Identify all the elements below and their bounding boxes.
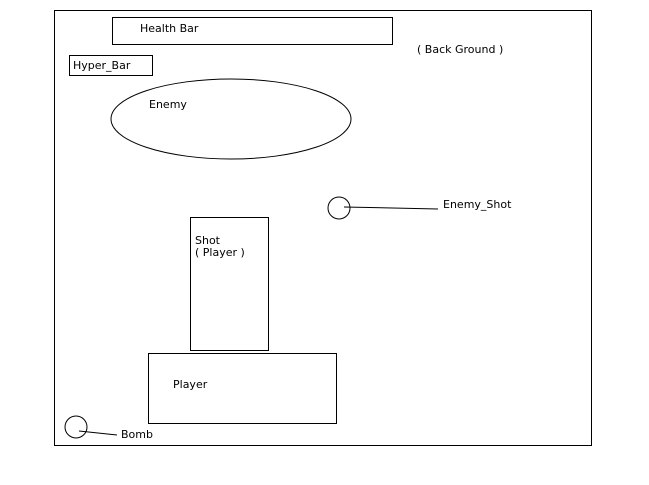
bomb-circle — [64, 415, 88, 439]
hyper-bar-label: Hyper_Bar — [73, 59, 131, 72]
enemy-shot-connector — [343, 206, 439, 210]
background-label: ( Back Ground ) — [417, 43, 504, 56]
hyper-bar — [69, 55, 153, 76]
bomb-connector — [78, 430, 118, 436]
health-bar — [112, 17, 393, 45]
player-label: Player — [173, 378, 208, 391]
enemy-label: Enemy — [149, 98, 187, 111]
player-shot-box — [190, 217, 269, 351]
enemy-shot-circle — [327, 196, 351, 220]
enemy-ellipse — [110, 78, 352, 160]
bomb-label: Bomb — [121, 428, 153, 441]
player-box — [148, 353, 337, 424]
health-bar-label: Health Bar — [140, 22, 199, 35]
enemy-shot-label: Enemy_Shot — [443, 198, 512, 211]
player-shot-sublabel: ( Player ) — [195, 246, 245, 259]
player-shot-label: Shot — [195, 234, 220, 247]
